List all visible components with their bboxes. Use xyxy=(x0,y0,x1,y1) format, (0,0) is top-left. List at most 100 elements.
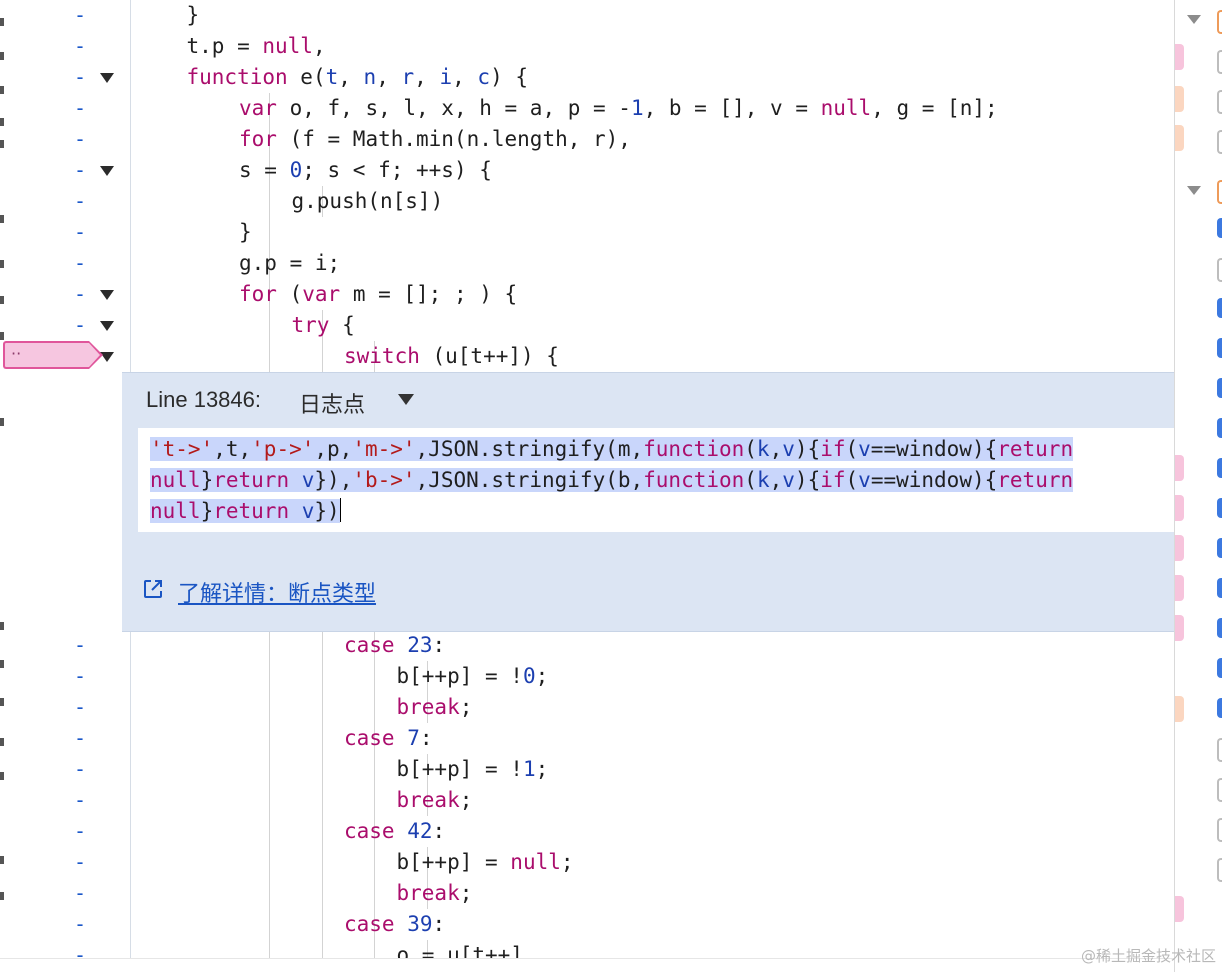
line-number-marker[interactable]: - xyxy=(74,127,87,151)
indent-guide xyxy=(374,692,375,723)
clipped-glyph xyxy=(0,260,4,268)
code-text: function e(t, n, r, i, c) { xyxy=(186,65,529,89)
breakpoint-checkbox[interactable] xyxy=(1217,858,1222,882)
file-checkbox[interactable] xyxy=(1217,10,1222,34)
code-line[interactable]: -s = 0; s < f; ++s) { xyxy=(0,155,1174,186)
code-line[interactable]: -break; xyxy=(0,785,1174,816)
code-line[interactable]: -case 39: xyxy=(0,909,1174,940)
line-number-marker[interactable]: - xyxy=(74,819,87,843)
line-number-marker[interactable]: - xyxy=(74,850,87,874)
breakpoint-checkbox[interactable] xyxy=(1217,298,1222,318)
breakpoint-mark xyxy=(1175,575,1184,601)
code-line[interactable]: -for (var m = []; ; ) { xyxy=(0,279,1174,310)
code-line[interactable]: -switch (u[t++]) { xyxy=(0,341,1174,372)
breakpoint-checkbox[interactable] xyxy=(1217,618,1222,638)
breakpoint-checkbox[interactable] xyxy=(1217,818,1222,842)
code-line[interactable]: -case 42: xyxy=(0,816,1174,847)
breakpoint-checkbox[interactable] xyxy=(1217,338,1222,358)
line-number-marker[interactable]: - xyxy=(74,633,87,657)
code-line[interactable]: -g.p = i; xyxy=(0,248,1174,279)
line-number-marker[interactable]: - xyxy=(74,726,87,750)
code-line[interactable]: -} xyxy=(0,0,1174,31)
breakpoint-checkbox[interactable] xyxy=(1217,738,1222,762)
code-line[interactable]: -g.push(n[s]) xyxy=(0,186,1174,217)
triangle-down-icon[interactable] xyxy=(100,352,114,362)
clipped-glyph xyxy=(0,52,4,60)
triangle-down-icon[interactable] xyxy=(100,290,114,300)
code-line[interactable]: -var o, f, s, l, x, h = a, p = -1, b = [… xyxy=(0,93,1174,124)
indent-guide xyxy=(321,661,323,692)
logpoint-expression-text[interactable]: 't->',t,'p->',p,'m->',JSON.stringify(m,f… xyxy=(150,437,1074,523)
breakpoint-type-select[interactable]: 日志点 xyxy=(299,392,366,417)
indent-guide xyxy=(426,940,428,971)
breakpoint-checkbox[interactable] xyxy=(1217,378,1222,398)
code-line[interactable]: -t.p = null, xyxy=(0,31,1174,62)
code-editor[interactable]: -}-t.p = null,-function e(t, n, r, i, c)… xyxy=(0,0,1174,972)
line-number-marker[interactable]: - xyxy=(74,158,87,182)
horizontal-scrollbar[interactable] xyxy=(0,958,1174,972)
line-number-marker[interactable]: - xyxy=(74,282,87,306)
triangle-down-icon[interactable] xyxy=(1187,186,1201,195)
breakpoint-checkbox[interactable] xyxy=(1217,458,1222,478)
breakpoint-checkbox[interactable] xyxy=(1217,698,1222,718)
indent-guide xyxy=(269,248,270,279)
line-number-marker[interactable]: - xyxy=(74,96,87,120)
breakpoint-checkbox[interactable] xyxy=(1217,258,1222,282)
line-number-marker[interactable]: - xyxy=(74,757,87,781)
line-number-marker[interactable]: - xyxy=(74,881,87,905)
external-link-icon[interactable] xyxy=(142,578,164,600)
indent-guide xyxy=(269,816,270,847)
code-line[interactable]: -break; xyxy=(0,878,1174,909)
triangle-down-icon[interactable] xyxy=(100,73,114,83)
breakpoint-checkbox[interactable] xyxy=(1217,538,1222,558)
line-number-marker[interactable]: - xyxy=(74,65,87,89)
code-line[interactable]: - try { xyxy=(0,310,1174,341)
line-number-marker[interactable]: - xyxy=(74,313,87,337)
code-line[interactable]: -b[++p] = !0; xyxy=(0,661,1174,692)
code-line[interactable]: -b[++p] = null; xyxy=(0,847,1174,878)
breakpoint-checkbox[interactable] xyxy=(1217,418,1222,438)
line-number-marker[interactable]: - xyxy=(74,251,87,275)
breakpoint-checkbox[interactable] xyxy=(1217,578,1222,598)
line-number-marker[interactable]: - xyxy=(74,34,87,58)
triangle-down-icon[interactable] xyxy=(1187,15,1201,24)
breakpoint-checkbox[interactable] xyxy=(1217,50,1222,74)
learn-more-breakpoint-types-link[interactable]: 了解详情：断点类型 xyxy=(178,581,377,606)
line-number-marker[interactable]: - xyxy=(74,695,87,719)
code-text: break; xyxy=(396,695,473,719)
breakpoint-checkbox[interactable] xyxy=(1217,130,1222,154)
line-number-marker[interactable]: - xyxy=(74,189,87,213)
watermark: @稀土掘金技术社区 xyxy=(1080,947,1216,965)
code-line[interactable]: -for (f = Math.min(n.length, r), xyxy=(0,124,1174,155)
indent-guide xyxy=(269,909,270,940)
code-text: switch (u[t++]) { xyxy=(344,344,559,368)
triangle-down-icon[interactable] xyxy=(100,321,114,331)
indent-guide xyxy=(269,279,270,310)
code-line[interactable]: -case 23: xyxy=(0,630,1174,661)
code-text: case 7: xyxy=(344,726,433,750)
code-line[interactable]: - case 7: xyxy=(0,723,1174,754)
breakpoint-checkbox[interactable] xyxy=(1217,778,1222,802)
line-number-marker[interactable]: - xyxy=(74,664,87,688)
code-line[interactable]: - break; xyxy=(0,692,1174,723)
line-number-marker[interactable]: - xyxy=(74,220,87,244)
indent-guide xyxy=(321,186,323,217)
code-line[interactable]: - function e(t, n, r, i, c) { xyxy=(0,62,1174,93)
logpoint-expression-input[interactable]: 't->',t,'p->',p,'m->',JSON.stringify(m,f… xyxy=(138,428,1174,532)
triangle-down-icon[interactable] xyxy=(100,166,114,176)
indent-guide xyxy=(321,940,323,971)
breakpoint-checkbox[interactable] xyxy=(1217,498,1222,518)
line-number-marker[interactable]: - xyxy=(74,3,87,27)
line-number-marker[interactable]: - xyxy=(74,912,87,936)
indent-guide xyxy=(269,310,270,341)
chevron-down-icon[interactable] xyxy=(398,394,414,405)
code-line[interactable]: -b[++p] = !1; xyxy=(0,754,1174,785)
code-line[interactable]: -} xyxy=(0,217,1174,248)
breakpoint-checkbox[interactable] xyxy=(1217,218,1222,238)
code-text: try { xyxy=(291,313,355,337)
breakpoint-checkbox[interactable] xyxy=(1217,90,1222,114)
breakpoint-checkbox[interactable] xyxy=(1217,658,1222,678)
file-checkbox[interactable] xyxy=(1217,180,1222,204)
line-number-marker[interactable]: - xyxy=(74,788,87,812)
logpoint-breakpoint-marker[interactable]: ·· xyxy=(3,341,103,369)
